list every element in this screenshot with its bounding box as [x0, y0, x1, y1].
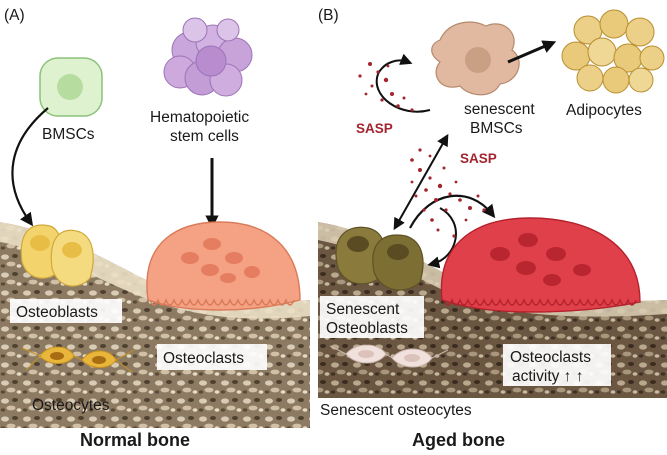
panel-b: (B) SASP SASP senescent BMSCs Adipocytes…	[318, 7, 667, 450]
senescent-osteoblasts-label-box	[320, 296, 424, 338]
senescent-osteocyte-cells	[329, 344, 449, 368]
arrow-sasp-to-osteoclast	[409, 194, 496, 229]
panel-b-tag: (B)	[318, 7, 339, 24]
senescent-bmscs-label-line2: BMSCs	[470, 120, 523, 137]
sasp-particles	[358, 62, 486, 238]
osteoblast-cells	[20, 224, 94, 287]
sasp-label-right: SASP	[460, 151, 497, 166]
osteoclasts-activity-label-line1: Osteoclasts	[510, 349, 591, 366]
arrow-bmsc-to-adipocytes	[507, 40, 557, 64]
osteoblasts-label-box	[10, 299, 122, 323]
senescent-bmsc-cell	[431, 21, 520, 96]
panel-a: (A) BMSCs Hematopoietic stem cells Osteo…	[0, 7, 310, 450]
panel-a-tag: (A)	[4, 7, 25, 24]
sasp-loop-arrow	[375, 53, 431, 113]
osteoclasts-activity-label-box	[503, 344, 611, 386]
senescent-osteoblasts-label-line1: Senescent	[326, 301, 400, 318]
osteoclasts-label-box	[157, 344, 267, 370]
arrow-bmsc-osteoblast-bidirectional	[393, 133, 449, 231]
hsc-label-line1: Hematopoietic	[150, 109, 249, 126]
panel-b-footer: Aged bone	[412, 430, 505, 450]
bmscs-label: BMSCs	[42, 126, 95, 143]
senescent-osteocytes-label: Senescent osteocytes	[320, 402, 472, 419]
osteoclasts-activity-label-line2: activity ↑ ↑	[512, 368, 583, 385]
osteocyte-cells	[21, 346, 135, 373]
adipocytes-label: Adipocytes	[566, 102, 642, 119]
panel-a-footer: Normal bone	[80, 430, 190, 450]
arrow-sasp-loop-osteoblast	[427, 207, 457, 269]
osteoblasts-label: Osteoblasts	[16, 304, 98, 321]
senescent-osteoblasts-label-line2: Osteoblasts	[326, 320, 408, 337]
osteoclast-cell	[146, 221, 301, 311]
sasp-label-left: SASP	[356, 121, 393, 136]
senescent-bmscs-label-line1: senescent	[464, 101, 535, 118]
bmsc-cell	[39, 57, 103, 117]
hsc-label-line2: stem cells	[170, 128, 239, 145]
osteoclasts-label: Osteoclasts	[163, 350, 244, 367]
adipocyte-cluster	[561, 9, 665, 94]
hematopoietic-stem-cell-cluster	[163, 17, 253, 97]
aged-osteoclast-cell	[440, 217, 641, 313]
senescent-osteoblast-cells	[335, 226, 424, 291]
osteocytes-label: Osteocytes	[32, 397, 110, 414]
arrow-bmsc-to-osteoblast	[11, 107, 49, 227]
